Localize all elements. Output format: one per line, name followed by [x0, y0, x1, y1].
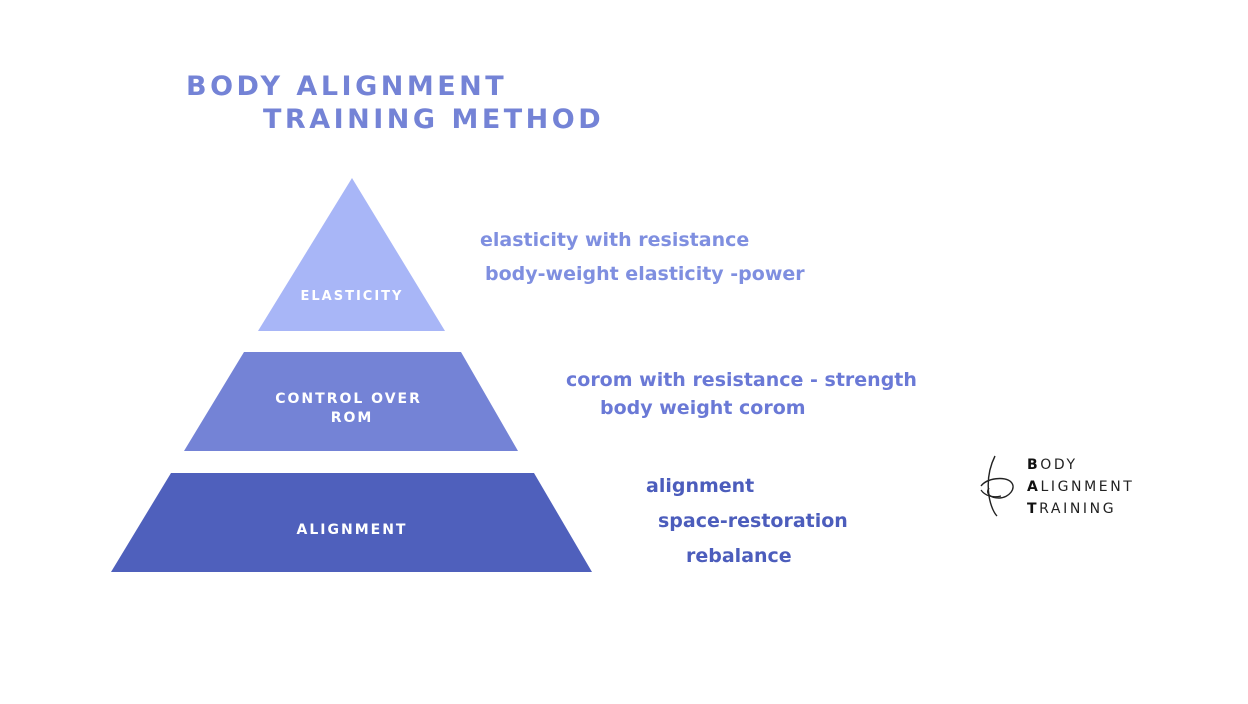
page-title: BODY ALIGNMENT TRAINING METHOD	[186, 70, 604, 136]
alignment-desc-2: space-restoration	[658, 510, 848, 532]
control-desc-2: body weight corom	[600, 397, 806, 419]
alignment-desc-3: rebalance	[686, 545, 792, 567]
tier-alignment-shape	[111, 473, 592, 572]
title-line-2: TRAINING METHOD	[263, 104, 605, 135]
elasticity-desc-1: elasticity with resistance	[480, 229, 750, 251]
elasticity-desc-2: body-weight elasticity -power	[485, 263, 805, 285]
logo-wordmark: BODY ALIGNMENT TRAINING	[1027, 454, 1134, 520]
tier-control-shape	[184, 352, 518, 451]
tier-control-label: CONTROL OVER ROM	[275, 391, 429, 426]
tier-elasticity-shape	[258, 178, 445, 331]
title-line-1: BODY ALIGNMENT	[186, 71, 508, 102]
logo-line-body: BODY	[1027, 457, 1078, 473]
brand-logo: BODY ALIGNMENT TRAINING	[975, 452, 1165, 522]
logo-line-alignment: ALIGNMENT	[1027, 479, 1135, 495]
signature-b-icon	[980, 455, 1014, 517]
control-desc-1: corom with resistance - strength	[566, 369, 917, 391]
tier-alignment-label: ALIGNMENT	[297, 522, 408, 538]
alignment-desc-1: alignment	[646, 475, 755, 497]
logo-line-training: TRAINING	[1027, 501, 1117, 517]
pyramid-diagram: ELASTICITY CONTROL OVER ROM ALIGNMENT	[111, 178, 592, 572]
tier-elasticity-label: ELASTICITY	[301, 289, 404, 304]
